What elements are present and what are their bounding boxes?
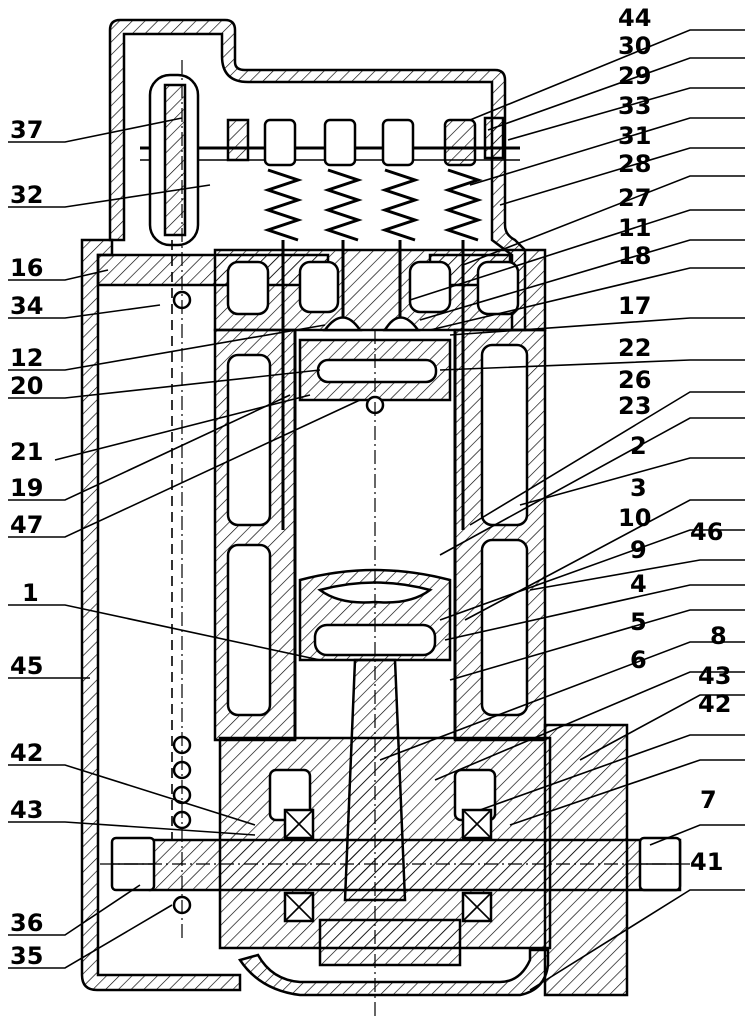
label-21: 21 bbox=[10, 438, 43, 466]
label-45: 45 bbox=[10, 652, 43, 680]
label-17: 17 bbox=[618, 292, 651, 320]
label-34: 34 bbox=[10, 292, 43, 320]
label-35: 35 bbox=[10, 942, 43, 970]
label-2: 2 bbox=[630, 432, 647, 460]
label-9: 9 bbox=[630, 536, 647, 564]
label-4: 4 bbox=[630, 570, 647, 598]
crankcase bbox=[110, 723, 682, 997]
label-47: 47 bbox=[10, 511, 43, 539]
label-33: 33 bbox=[618, 92, 651, 120]
label-36: 36 bbox=[10, 909, 43, 937]
centerlines bbox=[100, 60, 700, 1020]
label-43-right: 43 bbox=[698, 662, 731, 690]
label-23: 23 bbox=[618, 392, 651, 420]
label-29: 29 bbox=[618, 62, 651, 90]
label-27: 27 bbox=[618, 184, 651, 212]
label-44: 44 bbox=[618, 4, 651, 32]
label-20: 20 bbox=[10, 372, 43, 400]
label-42-left: 42 bbox=[10, 739, 43, 767]
labels-right: 44 30 29 33 31 28 27 11 18 17 22 26 23 2… bbox=[618, 4, 731, 876]
label-31: 31 bbox=[618, 122, 651, 150]
label-10: 10 bbox=[618, 504, 651, 532]
label-11: 11 bbox=[618, 214, 651, 242]
label-43-left: 43 bbox=[10, 796, 43, 824]
label-30: 30 bbox=[618, 32, 651, 60]
label-1: 1 bbox=[22, 579, 39, 607]
label-5: 5 bbox=[630, 608, 647, 636]
label-12: 12 bbox=[10, 344, 43, 372]
label-7: 7 bbox=[700, 786, 717, 814]
label-28: 28 bbox=[618, 150, 651, 178]
labels-left: 37 32 16 34 12 20 21 19 47 1 45 42 43 36… bbox=[10, 116, 43, 970]
label-22: 22 bbox=[618, 334, 651, 362]
label-26: 26 bbox=[618, 366, 651, 394]
cylinder-block bbox=[213, 248, 547, 742]
label-46: 46 bbox=[690, 518, 723, 546]
leader-lines bbox=[8, 29, 745, 991]
label-6: 6 bbox=[630, 646, 647, 674]
label-41: 41 bbox=[690, 848, 723, 876]
label-3: 3 bbox=[630, 474, 647, 502]
label-42-right: 42 bbox=[698, 690, 731, 718]
label-32: 32 bbox=[10, 181, 43, 209]
label-16: 16 bbox=[10, 254, 43, 282]
label-8: 8 bbox=[710, 622, 727, 650]
valve-train bbox=[140, 116, 520, 530]
label-18: 18 bbox=[618, 242, 651, 270]
label-37: 37 bbox=[10, 116, 43, 144]
label-19: 19 bbox=[10, 474, 43, 502]
